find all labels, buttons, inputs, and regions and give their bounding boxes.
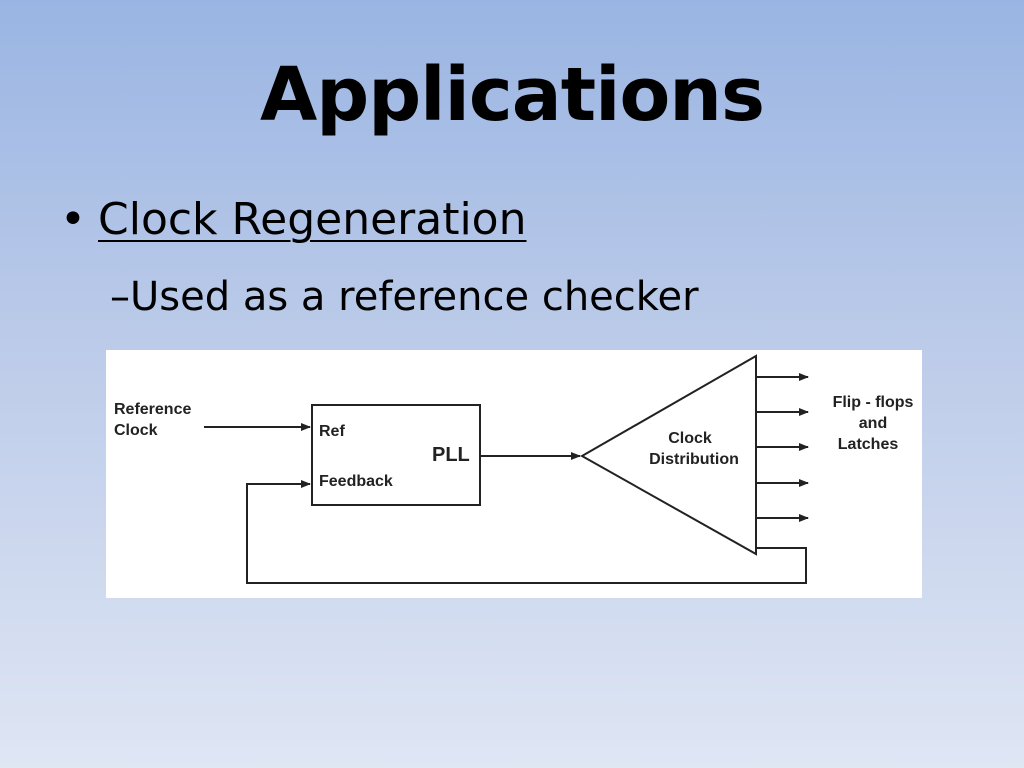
pll-feedback-port-label: Feedback [319, 473, 393, 490]
bullet-item: •Clock Regeneration [60, 192, 526, 248]
bullet-marker: • [60, 194, 86, 245]
reference-clock-label-line2: Clock [114, 422, 158, 439]
output-label-line3: Latches [838, 436, 899, 453]
clock-distribution-label-line2: Distribution [649, 451, 739, 468]
reference-clock-label-line1: Reference [114, 401, 191, 418]
output-label-line2: and [859, 415, 887, 432]
sub-bullet-marker: – [110, 274, 130, 320]
feedback-loop-path [246, 480, 807, 584]
sub-bullet-item: –Used as a reference checker [110, 271, 699, 323]
slide-title: Applications [259, 52, 765, 138]
clock-distribution-triangle [579, 354, 757, 556]
pll-diagram: Reference Clock Ref Feedback PLL Clock D… [106, 350, 922, 598]
output-label-line1: Flip - flops [833, 394, 914, 411]
pll-diagram-svg: Reference Clock Ref Feedback PLL Clock D… [114, 354, 914, 584]
bullet-text: Clock Regeneration [98, 194, 527, 245]
sub-bullet-text: Used as a reference checker [130, 274, 699, 320]
pll-label: PLL [432, 444, 470, 466]
clock-distribution-label-line1: Clock [668, 430, 712, 447]
pll-ref-port-label: Ref [319, 423, 345, 440]
